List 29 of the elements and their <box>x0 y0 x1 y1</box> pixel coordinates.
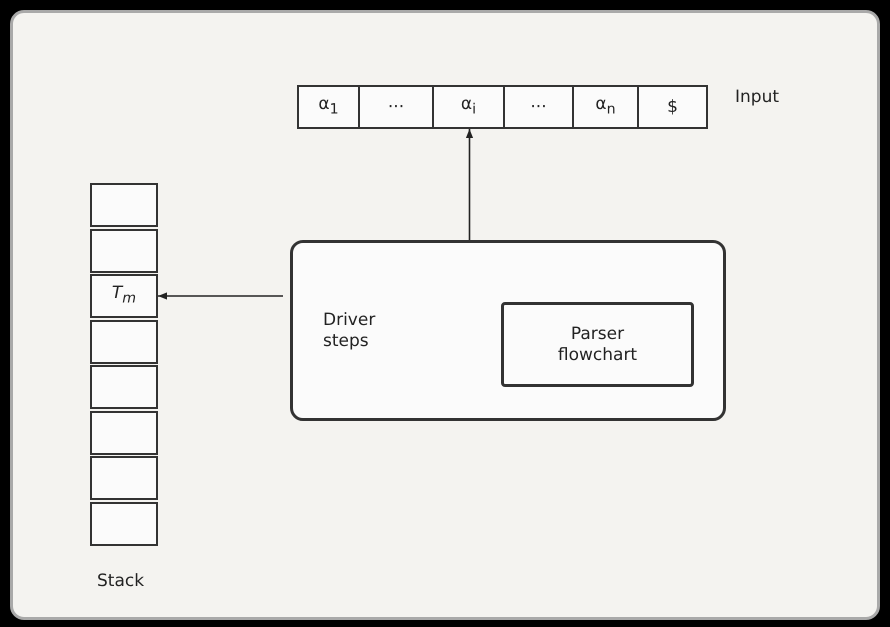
process-box <box>501 302 694 387</box>
stack-cell <box>90 365 158 409</box>
stack-cell <box>90 410 158 454</box>
tape-cell <box>503 85 574 129</box>
stack-cell <box>90 183 158 227</box>
cell-symbol: $ <box>667 96 678 118</box>
stack-cell <box>90 320 158 364</box>
arrow <box>466 129 474 240</box>
cell-symbol: T$_{m}$ <box>112 282 136 308</box>
cell-symbol: ··· <box>530 96 547 118</box>
stack-cell <box>90 228 158 272</box>
cell-symbol: α$_{i}$ <box>460 94 476 120</box>
tape-cell <box>572 85 639 129</box>
stack-cell <box>90 456 158 500</box>
tape-cell <box>297 85 360 129</box>
arrow <box>158 292 283 300</box>
tape-cell <box>358 85 434 129</box>
tape-cell <box>637 85 708 129</box>
box-label: Driver steps <box>323 310 376 352</box>
stack-cell <box>90 502 158 546</box>
box-label: Parser flowchart <box>556 324 638 366</box>
stack-cell <box>90 274 158 318</box>
tape-label: Input <box>735 87 780 107</box>
cell-symbol: α$_{1}$ <box>318 94 339 120</box>
cell-symbol: α$_{n}$ <box>595 94 616 120</box>
driver-box <box>290 240 726 421</box>
tape-cell <box>432 85 505 129</box>
stack-label: Stack <box>97 571 144 591</box>
cell-symbol: ··· <box>388 96 404 118</box>
